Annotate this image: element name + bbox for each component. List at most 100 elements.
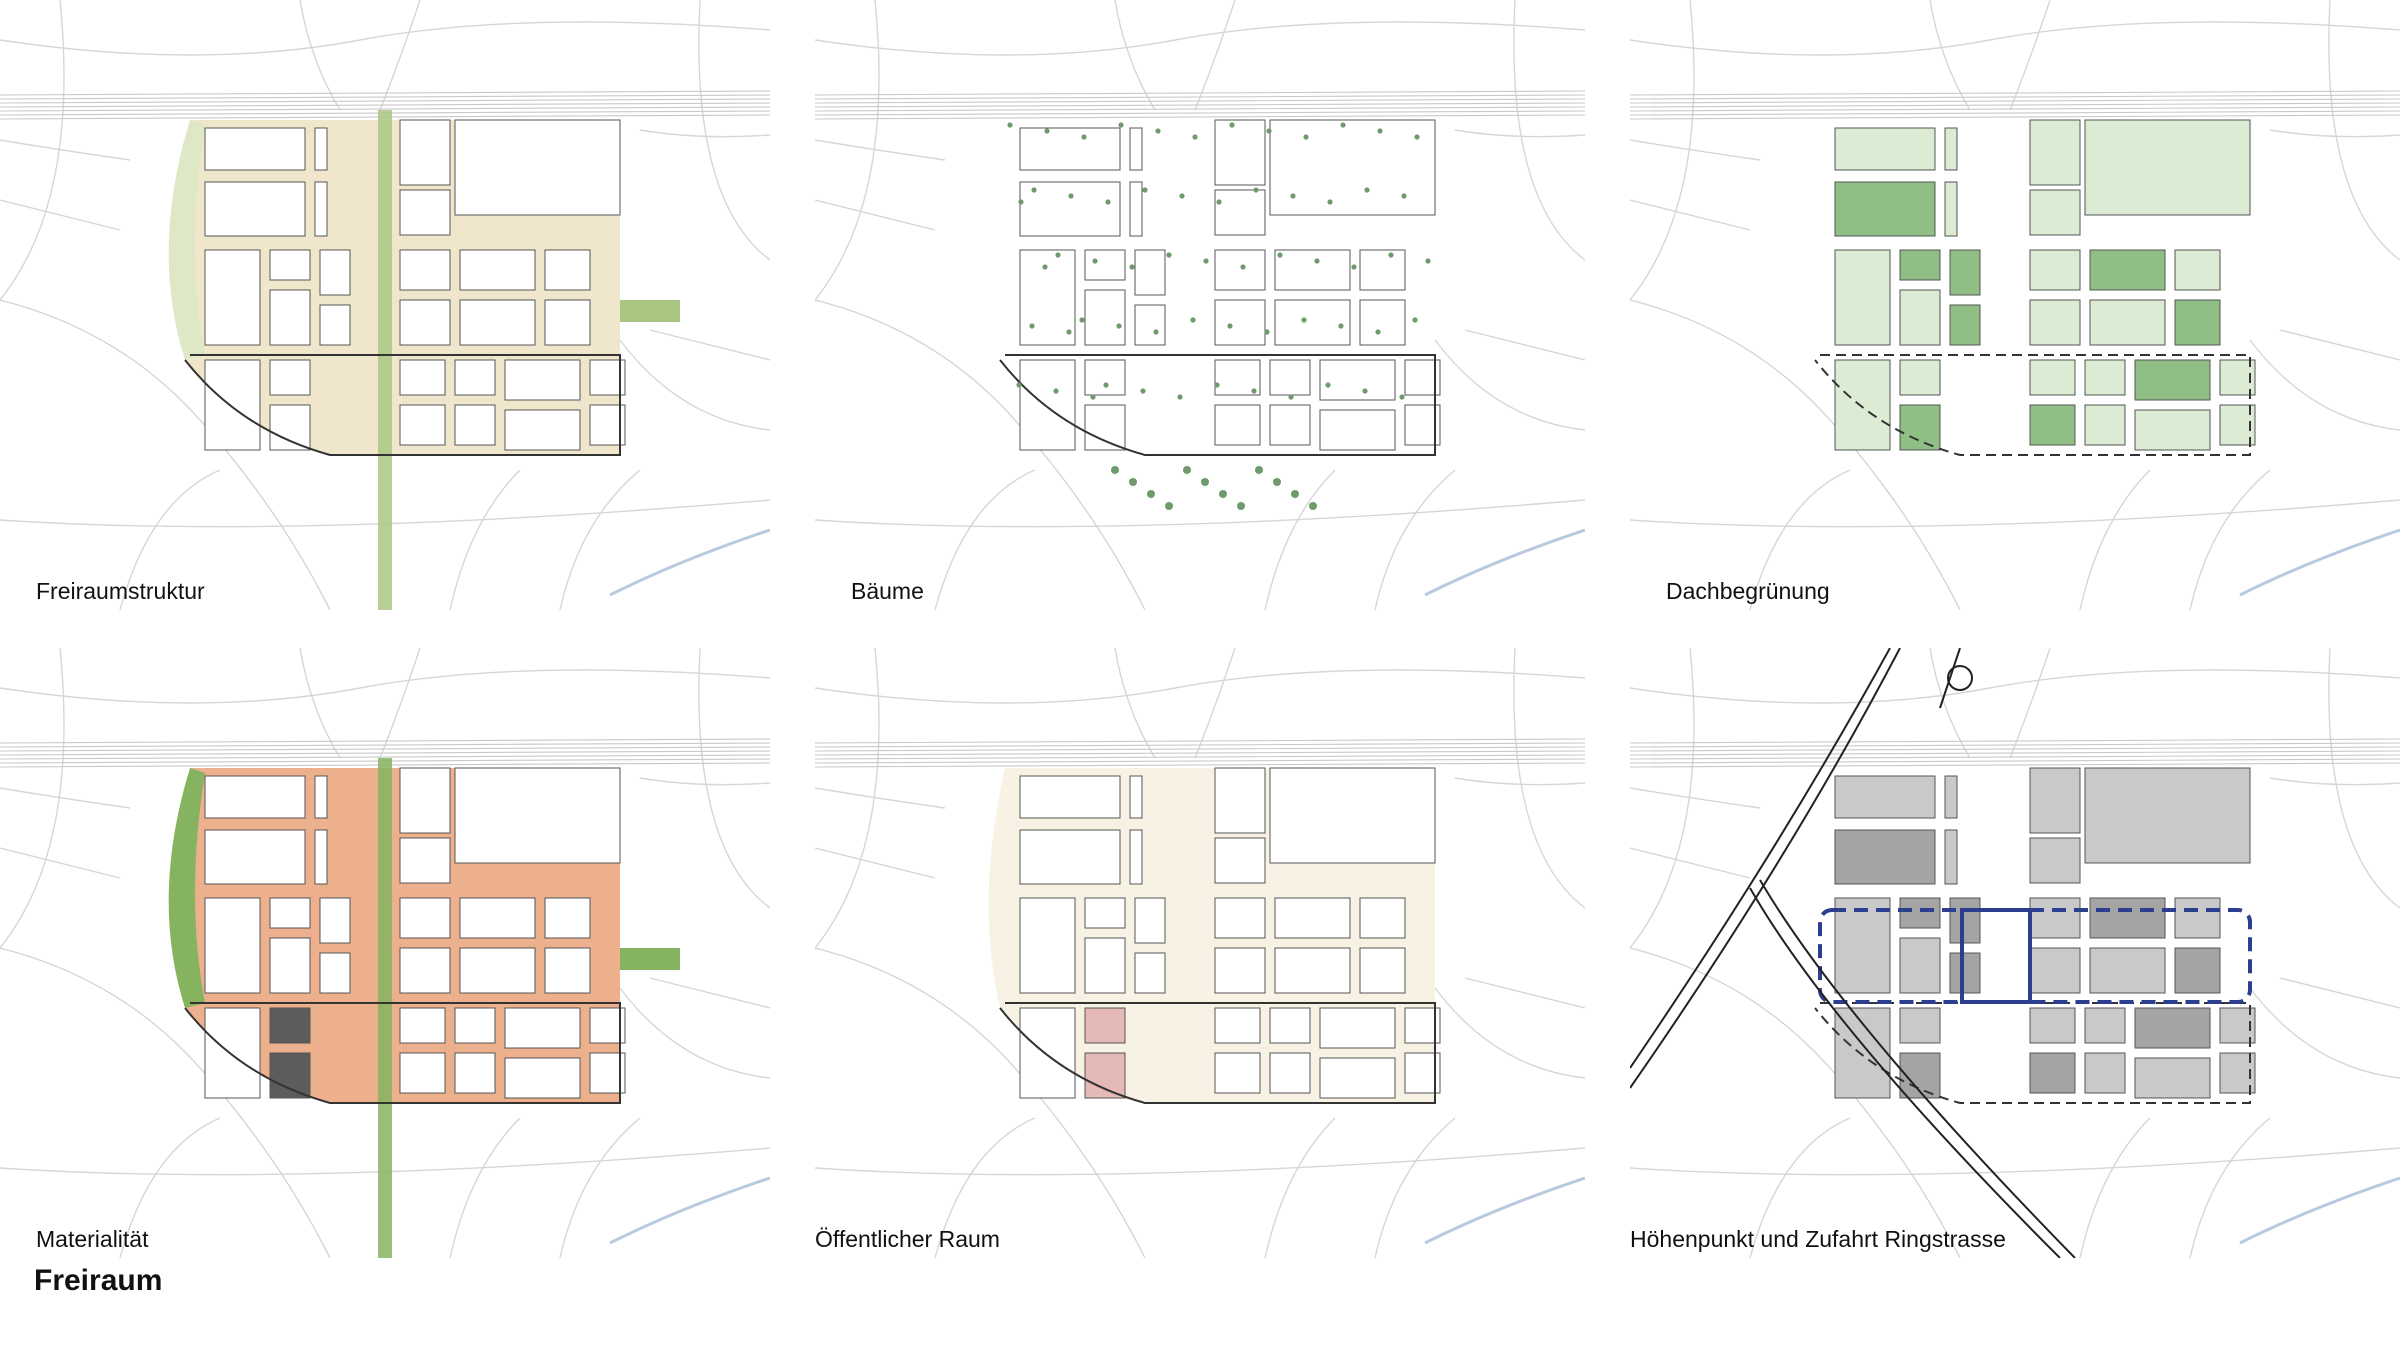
river-line — [609, 528, 770, 597]
context-road-6 — [1749, 469, 1851, 610]
context-road-9 — [2009, 648, 2051, 759]
context-road-4 — [815, 1147, 1585, 1176]
building-block-19 — [1084, 1007, 1126, 1044]
panel-label-oeffentlicher-raum: Öffentlicher Raum — [815, 1226, 1000, 1252]
building-block-12 — [1214, 897, 1266, 939]
ring-road-3 — [1759, 879, 2076, 1258]
context-road-4 — [815, 499, 1585, 528]
building-block-14 — [459, 249, 536, 291]
railway-track-0 — [0, 90, 770, 96]
tree-49 — [1140, 388, 1146, 394]
river-line — [1424, 528, 1585, 597]
building-block-4 — [1019, 249, 1076, 346]
context-road-6 — [1749, 1117, 1851, 1258]
building-block-6 — [269, 289, 311, 346]
building-block-10 — [399, 189, 451, 236]
page-title: Freiraum — [34, 1264, 163, 1297]
building-block-1 — [1834, 181, 1936, 237]
building-block-26 — [504, 409, 581, 451]
railway-track-6 — [1630, 114, 2400, 120]
railway-track-2 — [1630, 746, 2400, 752]
building-block-18 — [1019, 359, 1076, 451]
context-road-9 — [1194, 0, 1236, 111]
building-block-5 — [1899, 249, 1941, 281]
tree-7 — [1266, 128, 1272, 134]
building-block-17 — [2174, 299, 2221, 346]
building-block-14 — [1274, 249, 1351, 291]
railway-track-0 — [1630, 738, 2400, 744]
ring-road-0 — [1630, 648, 1891, 1069]
tree-south-1 — [1129, 478, 1137, 486]
panel-label: Dachbegrünung — [1666, 578, 1830, 604]
building-block-6 — [1084, 289, 1126, 346]
building-block-20 — [1084, 1052, 1126, 1099]
panel-label-materialitaet: Materialität — [36, 1226, 149, 1252]
building-block-25 — [504, 359, 581, 401]
building-block-7 — [1949, 897, 1981, 944]
context-road-2 — [0, 0, 65, 301]
railway-track-2 — [0, 746, 770, 752]
building-block-24 — [1269, 1052, 1311, 1094]
building-block-18 — [1019, 1007, 1076, 1099]
building-block-6 — [269, 937, 311, 994]
building-block-15 — [459, 299, 536, 346]
context-road-5 — [1434, 339, 1585, 431]
tree-32 — [1351, 264, 1357, 270]
green-edge — [168, 768, 205, 1008]
building-block-9 — [2029, 119, 2081, 186]
building-block-5 — [1899, 897, 1941, 929]
building-block-21 — [399, 359, 446, 396]
building-block-8 — [1949, 304, 1981, 346]
building-block-6 — [1084, 937, 1126, 994]
building-block-3 — [1944, 181, 1958, 237]
building-block-5 — [269, 897, 311, 929]
building-block-24 — [2084, 404, 2126, 446]
context-road-5 — [619, 987, 770, 1079]
context-road-12 — [815, 199, 936, 231]
context-road-7 — [559, 469, 641, 610]
building-block-1 — [1019, 829, 1121, 885]
railway-track-1 — [815, 742, 1585, 748]
building-block-11 — [2084, 119, 2251, 216]
panel-freiraumstruktur: Freiraumstruktur — [0, 0, 770, 610]
tree-14 — [1105, 199, 1111, 205]
context-road-3 — [698, 0, 770, 261]
building-block-6 — [1899, 289, 1941, 346]
tree-1 — [1044, 128, 1050, 134]
building-block-16 — [1359, 249, 1406, 291]
context-road-9 — [1194, 648, 1236, 759]
building-block-18 — [204, 359, 261, 451]
tree-11 — [1414, 134, 1420, 140]
context-road-11 — [1454, 129, 1585, 138]
tree-south-6 — [1219, 490, 1227, 498]
building-block-23 — [2084, 1007, 2126, 1044]
building-block-21 — [2029, 1007, 2076, 1044]
context-road-4 — [0, 499, 770, 528]
railway-track-1 — [815, 94, 1585, 100]
tree-58 — [1053, 388, 1059, 394]
tree-6 — [1229, 122, 1235, 128]
context-road-2 — [1630, 648, 1695, 949]
tree-south-10 — [1291, 490, 1299, 498]
railway-track-1 — [0, 94, 770, 100]
building-block-22 — [1214, 1052, 1261, 1094]
tree-south-3 — [1165, 502, 1173, 510]
panel-dachbegruenung: Dachbegrünung — [1630, 0, 2400, 610]
building-block-9 — [2029, 767, 2081, 834]
building-block-8 — [1134, 304, 1166, 346]
tree-51 — [1214, 382, 1220, 388]
railway-track-4 — [815, 754, 1585, 760]
context-road-10 — [0, 139, 131, 161]
district-boundary — [184, 1002, 621, 1104]
context-road-11 — [2269, 129, 2400, 138]
railway-track-4 — [0, 754, 770, 760]
building-block-8 — [319, 952, 351, 994]
railway-track-3 — [1630, 750, 2400, 756]
building-block-13 — [1214, 947, 1266, 994]
building-block-21 — [399, 1007, 446, 1044]
building-block-17 — [1359, 299, 1406, 346]
building-block-9 — [1214, 119, 1266, 186]
context-road-7 — [2189, 1117, 2271, 1258]
building-block-20 — [1084, 404, 1126, 451]
context-road-3 — [698, 648, 770, 909]
